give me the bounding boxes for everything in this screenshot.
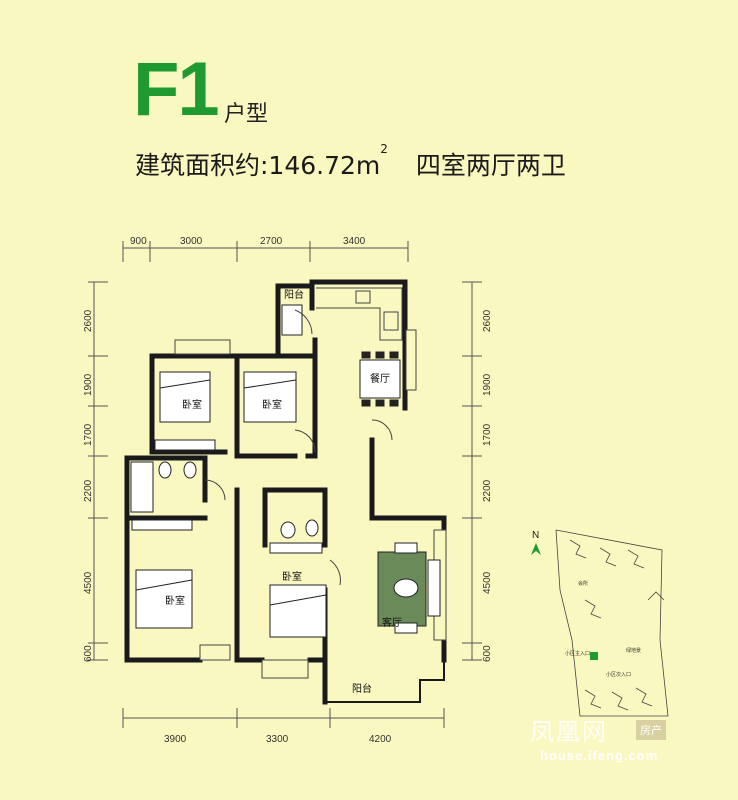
site-label-club: 会所 bbox=[578, 580, 588, 587]
area-label: 建筑面积约:146.72m bbox=[135, 151, 381, 180]
dim-top-2: 3000 bbox=[180, 236, 203, 247]
dim-bottom-2: 3300 bbox=[266, 734, 289, 745]
dim-left-3: 1700 bbox=[83, 423, 94, 446]
room-dining: 餐厅 bbox=[370, 372, 390, 385]
site-label-secondary: 小区次入口 bbox=[606, 671, 631, 678]
site-map bbox=[555, 529, 669, 717]
dimension-lines bbox=[88, 241, 482, 728]
walls bbox=[124, 279, 447, 705]
dim-top-1: 900 bbox=[130, 236, 147, 247]
room-living: 客厅 bbox=[382, 616, 402, 629]
kitchen-counter bbox=[316, 287, 403, 341]
room-count: 四室两厅两卫 bbox=[415, 151, 566, 180]
dim-left-1: 2600 bbox=[83, 309, 94, 332]
dim-right-4: 2200 bbox=[482, 479, 493, 502]
dim-top-4: 3400 bbox=[343, 236, 366, 247]
room-balcony-bottom: 阳台 bbox=[352, 682, 372, 695]
site-north: N bbox=[532, 530, 539, 541]
bath-fixtures bbox=[130, 304, 319, 539]
dim-bottom-1: 3900 bbox=[164, 734, 187, 745]
living-furniture bbox=[377, 542, 441, 634]
room-bedroom-2: 卧室 bbox=[262, 398, 282, 411]
room-bedroom-1: 卧室 bbox=[182, 398, 202, 411]
area-line: 建筑面积约:146.72m2 四室两厅两卫 bbox=[135, 142, 566, 182]
dining-table bbox=[359, 351, 401, 407]
room-balcony-top: 阳台 bbox=[284, 288, 304, 301]
dim-right-1: 2600 bbox=[482, 309, 493, 332]
room-bedroom-3: 卧室 bbox=[165, 594, 185, 607]
dim-right-2: 1900 bbox=[482, 373, 493, 396]
north-arrow-icon bbox=[531, 543, 541, 555]
dim-top-3: 2700 bbox=[260, 236, 283, 247]
dim-left-4: 2200 bbox=[83, 479, 94, 502]
watermark-url: house.ifeng.com bbox=[540, 748, 659, 763]
type-suffix: 户型 bbox=[224, 102, 269, 127]
watermark-tag: 房产 bbox=[636, 720, 666, 740]
area-sup: 2 bbox=[380, 142, 388, 156]
dim-left-6: 600 bbox=[83, 645, 94, 662]
dim-bottom-3: 4200 bbox=[369, 734, 392, 745]
site-highlight bbox=[590, 652, 598, 660]
site-label-entrance: 小区主入口 bbox=[565, 650, 590, 657]
doors bbox=[204, 309, 393, 586]
site-label-green: 绿地景 bbox=[626, 647, 641, 654]
dim-right-6: 600 bbox=[482, 645, 493, 662]
wardrobes bbox=[131, 439, 323, 554]
dim-right-5: 4500 bbox=[482, 571, 493, 594]
type-code: F1 bbox=[133, 47, 220, 132]
beds bbox=[135, 371, 327, 638]
dim-left-2: 1900 bbox=[83, 373, 94, 396]
dim-left-5: 4500 bbox=[83, 571, 94, 594]
room-bedroom-4: 卧室 bbox=[282, 570, 302, 583]
dim-right-3: 1700 bbox=[482, 423, 493, 446]
watermark-brand: 凤凰网 bbox=[530, 718, 608, 746]
